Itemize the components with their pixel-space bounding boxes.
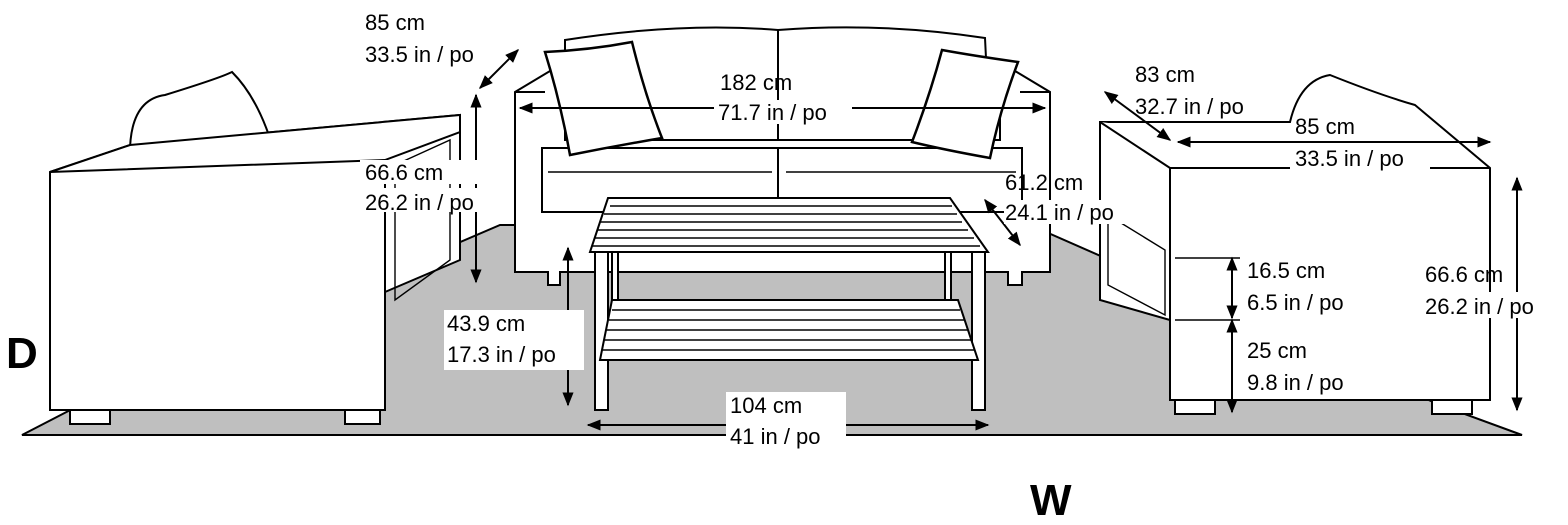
seat-height-in: 9.8 in / po [1247,370,1344,395]
sofa-depth-cm: 61.2 cm [1005,170,1083,195]
sofa-width-cm: 182 cm [720,70,792,95]
right-chair-height-in: 26.2 in / po [1425,294,1534,319]
seat-cushion-cm: 16.5 cm [1247,258,1325,283]
left-chair-depth-cm: 85 cm [365,10,425,35]
sofa-depth-in: 24.1 in / po [1005,200,1114,225]
table-width-cm: 104 cm [730,393,802,418]
right-chair-width-in: 33.5 in / po [1295,146,1404,171]
table-height-cm: 43.9 cm [447,311,525,336]
left-chair-height-in: 26.2 in / po [365,190,474,215]
right-chair-height-cm: 66.6 cm [1425,262,1503,287]
table-width-in: 41 in / po [730,424,821,449]
coffee-table [588,197,990,411]
left-chair-depth-in: 33.5 in / po [365,42,474,67]
right-chair-depth-cm: 83 cm [1135,62,1195,87]
seat-height-cm: 25 cm [1247,338,1307,363]
depth-axis-label: D [6,329,38,378]
left-chair-height-cm: 66.6 cm [365,160,443,185]
seat-cushion-in: 6.5 in / po [1247,290,1344,315]
width-axis-label: W [1030,476,1072,525]
sofa-width-in: 71.7 in / po [718,100,827,125]
table-height-in: 17.3 in / po [447,342,556,367]
left-chair [49,70,461,425]
right-chair-width-cm: 85 cm [1295,114,1355,139]
dimension-labels: 85 cm 33.5 in / po 66.6 cm 26.2 in / po … [6,10,1560,525]
right-chair-depth-in: 32.7 in / po [1135,94,1244,119]
